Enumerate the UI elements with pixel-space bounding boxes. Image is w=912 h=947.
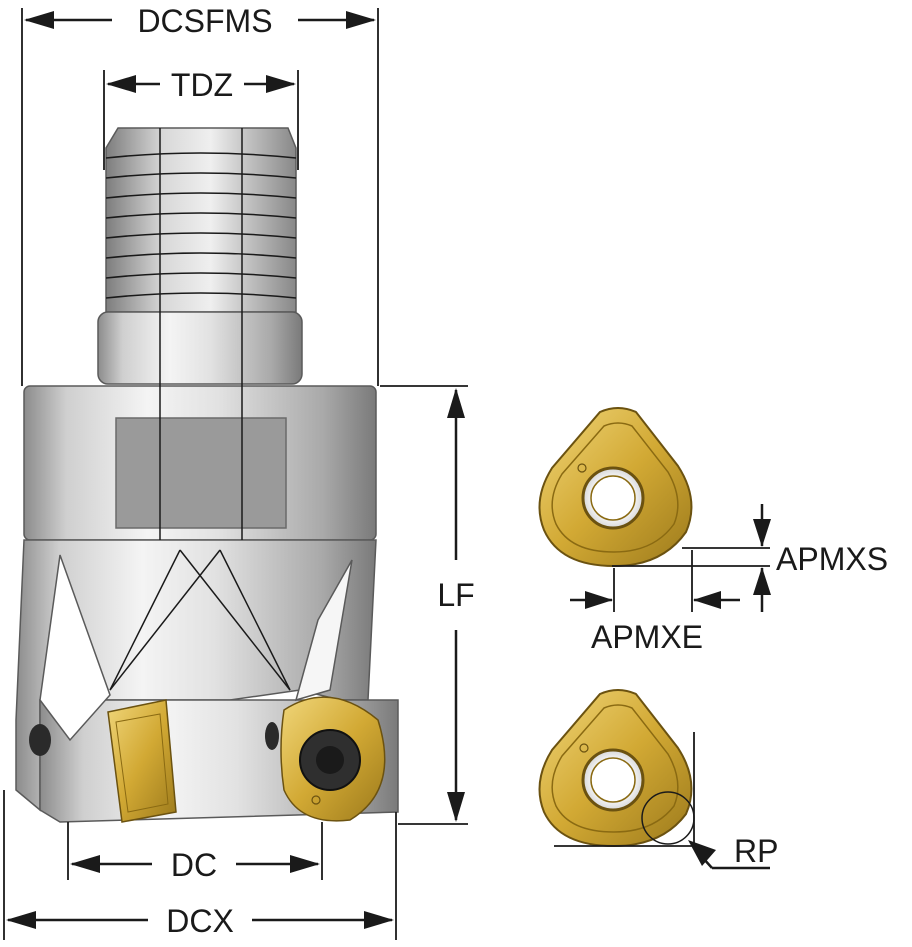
dim-apmxe: APMXE [570, 550, 740, 655]
dim-apmxs: APMXS [612, 504, 888, 612]
insert-left-mounted [107, 699, 177, 823]
insert-detail-top [538, 407, 693, 568]
dim-dcsfms: DCSFMS [21, 3, 379, 386]
insert-right-mounted [280, 696, 386, 822]
insert-detail-bottom [538, 689, 693, 848]
marking-plate [115, 417, 287, 529]
dcx-label: DCX [166, 903, 234, 939]
threaded-shank [105, 127, 297, 313]
dim-dc: DC [67, 822, 323, 883]
apmxs-label: APMXS [776, 541, 888, 577]
dim-lf: LF [380, 385, 475, 825]
shank-neck [97, 311, 303, 385]
dcsfms-label: DCSFMS [137, 3, 272, 39]
dim-dcx: DCX [3, 790, 397, 940]
dim-rp: RP [554, 732, 778, 870]
apmxe-label: APMXE [591, 619, 703, 655]
dc-label: DC [171, 847, 217, 883]
lf-label: LF [437, 577, 474, 613]
rp-label: RP [734, 833, 778, 869]
dim-tdz: TDZ [103, 67, 299, 170]
side-hole-left [29, 724, 51, 756]
side-hole-right [265, 722, 279, 750]
tdz-label: TDZ [171, 67, 233, 103]
